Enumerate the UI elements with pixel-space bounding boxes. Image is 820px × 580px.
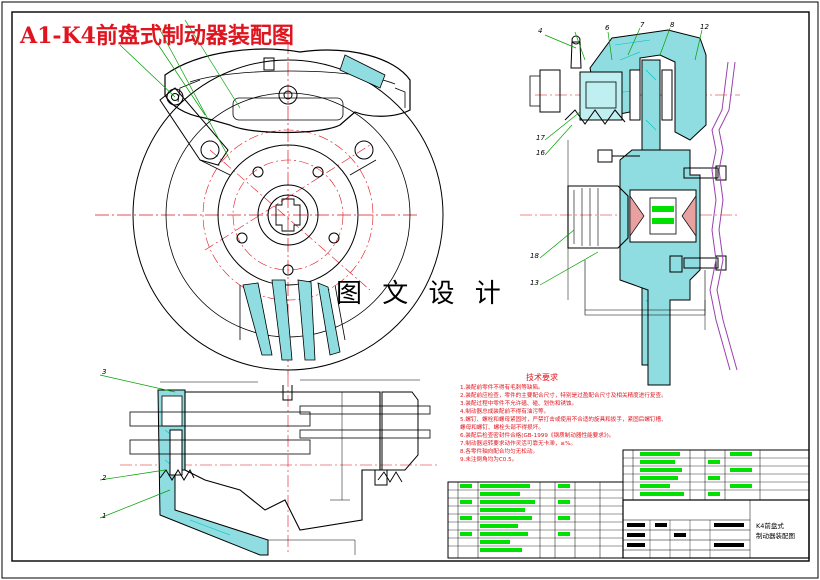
requirement-line: 螺母和螺钉、螺栓头部不得损坏。 (460, 425, 544, 431)
callout-number: 3 (102, 368, 107, 376)
spline-shaft (267, 194, 309, 236)
section-bleeder (570, 41, 582, 69)
callout-number: 6 (605, 24, 610, 32)
requirement-line: 2.装配前应检查，零件的主要配合尺寸，特别是过盈配合尺寸及相关精度进行复查。 (460, 393, 667, 399)
title-block-drawing-name: K4前盘式 (756, 522, 784, 530)
requirement-line: 8.各零件轴向配合均匀无松动。 (460, 449, 539, 455)
requirement-line: 3.装配过程中零件不允许磕、碰、划伤和锈蚀。 (460, 401, 578, 407)
plan-view (99, 374, 440, 556)
title-block (622, 499, 810, 559)
hub-bolt-hole (236, 232, 248, 244)
hub-bolt-hole (328, 232, 340, 244)
section-brake-pad (661, 69, 673, 121)
section-piston (579, 71, 623, 121)
bleeder-screw (278, 85, 298, 105)
drawing-title: A1-K4前盘式制动器装配图 (20, 23, 294, 49)
section-brake-pad (629, 69, 641, 121)
callout-number: 18 (530, 252, 539, 260)
parts-list-right (622, 449, 810, 501)
callout-number: 7 (640, 21, 645, 29)
requirement-line: 6.装配后检查密封件合格(GB-1999《钢质制动器性能要求》)。 (460, 433, 615, 439)
callout-number: 8 (670, 21, 675, 29)
requirement-line: 7.制动器运转要求动作灵活可靠无卡滞，≥%。 (460, 441, 577, 447)
hub-bolt-hole (252, 166, 264, 178)
hub-bolt-hole (312, 166, 324, 178)
mount-bolt (200, 140, 220, 160)
callout-number: 17 (536, 134, 545, 142)
callout-number: 2 (102, 474, 107, 482)
callout-number: 12 (700, 23, 709, 31)
watermark-text: 图 文 设 计 (336, 279, 507, 309)
requirement-line: 9.未注倒角均为C0.5。 (460, 457, 518, 463)
disc-cooling-vanes (242, 279, 341, 361)
caliper-guide-rail (339, 54, 386, 89)
section-view (520, 27, 740, 386)
callout-number: 13 (530, 279, 539, 287)
callout-number: 1 (102, 512, 107, 520)
requirement-line: 4.制动器总成装配前不得有油污等。 (460, 409, 550, 415)
caliper-bracket (159, 87, 229, 166)
section-wheel-stud (683, 167, 719, 179)
hub-flange (217, 144, 359, 286)
plan-caliper-body (184, 391, 381, 531)
callout-number: 16 (536, 149, 545, 157)
wheel-rim-profile (709, 61, 731, 371)
section-wheel-stud (683, 257, 719, 269)
mount-bolt (354, 140, 374, 160)
front-view (95, 19, 444, 375)
technical-requirements-heading: 技术要求 (526, 373, 558, 382)
requirement-line: 5.螺钉、螺栓和螺母紧固时，严禁打击或使用不合适的旋具和扳手，紧固后螺钉槽、 (460, 417, 667, 423)
drawing-frame-inner (11, 11, 810, 562)
section-bolt (597, 149, 613, 163)
callout-number: 4 (538, 27, 543, 35)
parts-list-left (447, 481, 624, 559)
requirement-line: 1.装配前零件不得有毛刺等缺陷。 (460, 385, 544, 391)
title-block-drawing-name: 制动器装配图 (756, 532, 795, 540)
plan-pin-boot (159, 468, 195, 481)
plan-pad-carrier (381, 391, 419, 471)
plan-guide-pin (169, 429, 183, 476)
section-dust-boot (564, 109, 626, 125)
hub-bore (257, 184, 319, 246)
guide-pin-bolt (166, 88, 184, 106)
caliper-body (164, 48, 411, 134)
brake-disc (132, 59, 444, 371)
hub-bolt-hole (282, 264, 294, 276)
